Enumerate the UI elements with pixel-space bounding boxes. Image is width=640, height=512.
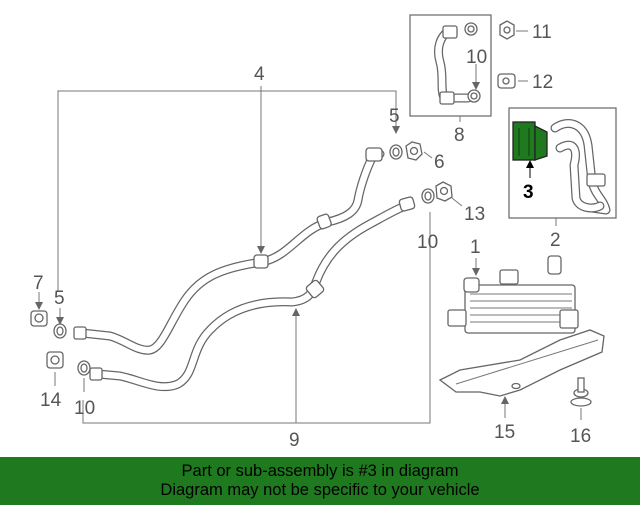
highlight-banner: Part or sub-assembly is #3 in diagram Di…: [0, 457, 640, 505]
callout-14: 14: [40, 390, 62, 411]
callout-8: 8: [454, 125, 465, 146]
part-5-seal-left: [53, 323, 67, 339]
part-2-tube-assembly: [550, 119, 611, 215]
part-14-fitting: [46, 351, 64, 369]
callout-11: 11: [532, 22, 552, 43]
callout-15: 15: [494, 422, 515, 443]
part-5-seal-upper: [389, 144, 403, 160]
part-4-cooler-pipe: [73, 147, 385, 355]
callout-16: 16: [570, 426, 591, 447]
transmission-cooler-lines-diagram: 1 2 3 4 5 5 6 7 8 9 10 10 10 11 12 13 14…: [30, 14, 617, 451]
part-3-bracket-highlighted: [512, 121, 548, 161]
callout-10-middle: 10: [417, 232, 438, 253]
inset-box-part-8: [409, 14, 492, 117]
banner-line-part-info: Part or sub-assembly is #3 in diagram: [181, 462, 459, 480]
banner-line-disclaimer: Diagram may not be specific to your vehi…: [160, 481, 480, 499]
callout-1: 1: [470, 237, 481, 258]
part-6-fitting: [405, 141, 423, 161]
part-11-nut: [499, 20, 515, 40]
callout-3: 3: [523, 182, 534, 203]
callout-4: 4: [254, 64, 265, 85]
callout-10-inset: 10: [466, 47, 487, 68]
part-13-fitting: [435, 181, 453, 202]
part-7-cap: [30, 310, 48, 327]
callout-6: 6: [434, 152, 445, 173]
callout-7: 7: [33, 273, 44, 294]
callout-13: 13: [464, 204, 485, 225]
part-16-push-pin: [570, 377, 592, 407]
part-10-seal-middle: [421, 188, 435, 204]
callout-5-upper: 5: [389, 106, 400, 127]
part-12-fitting: [497, 73, 516, 89]
callout-2: 2: [550, 230, 561, 251]
callout-5-left: 5: [54, 288, 65, 309]
callout-12: 12: [532, 72, 553, 93]
part-8-hose: [433, 22, 481, 105]
part-9-cooler-pipe: [89, 196, 416, 392]
inset-box-part-2: [508, 107, 617, 219]
callout-10-left: 10: [74, 398, 95, 419]
callout-9: 9: [289, 430, 300, 451]
part-15-shield: [438, 329, 605, 397]
part-1-oil-cooler: [447, 255, 579, 334]
part-10-seal-left: [77, 360, 91, 376]
